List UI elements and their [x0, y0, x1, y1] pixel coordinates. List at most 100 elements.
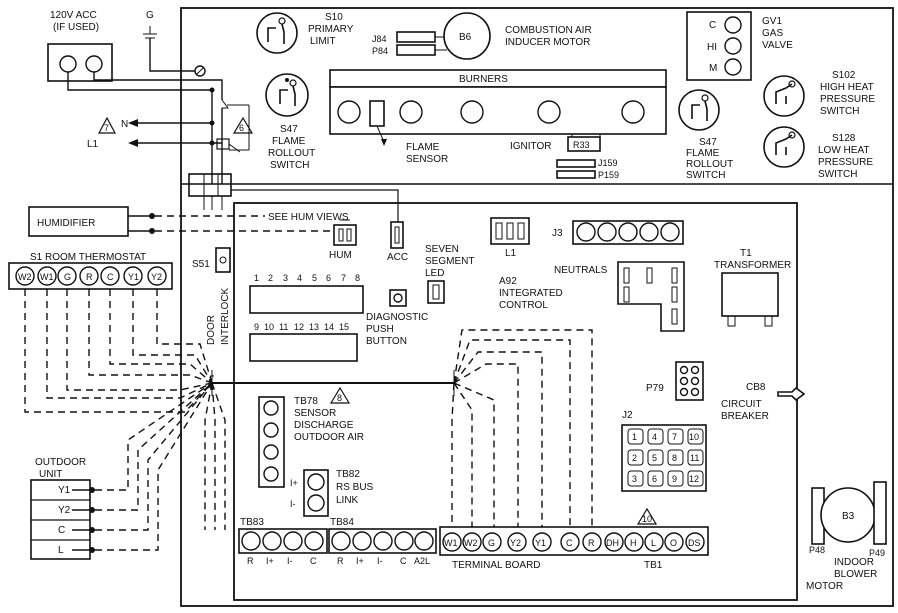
svg-text:9: 9 [254, 322, 259, 332]
control-label-1: INTEGRATED [499, 288, 563, 299]
svg-text:13: 13 [309, 322, 319, 332]
tb84-r: R [337, 556, 344, 566]
tb84-minus: I- [377, 556, 383, 566]
terminal-board-harness [451, 329, 593, 533]
svg-text:6: 6 [239, 123, 244, 133]
s10-label-1: PRIMARY [308, 24, 354, 35]
t1-label: T1 [740, 248, 752, 259]
svg-text:12: 12 [689, 474, 699, 484]
diagnostic-label-2: PUSH [366, 324, 394, 335]
tb78-outdoor-air-sensor: TB78 8 SENSOR DISCHARGE OUTDOOR AIR [258, 386, 364, 488]
hum-connector [333, 224, 357, 246]
tb78-label-1: SENSOR [294, 408, 336, 419]
outdoor-y1: Y1 [58, 485, 71, 496]
neutrals-label: NEUTRALS [554, 265, 608, 276]
svg-text:6: 6 [326, 273, 331, 283]
a92-label: A92 [499, 276, 517, 287]
led-label-1: SEVEN [425, 244, 459, 255]
outdoor-c: C [58, 525, 65, 536]
flame-sensor-label-1: FLAME [406, 142, 440, 153]
outdoor-unit: OUTDOOR UNIT Y1 Y2 C L [30, 382, 213, 560]
p79-label: P79 [646, 383, 664, 394]
humidifier-label: HUMIDIFIER [37, 218, 95, 229]
outdoor-title-1: OUTDOOR [35, 457, 86, 468]
rs-bus-harness [204, 382, 226, 530]
outdoor-title-2: UNIT [39, 469, 62, 480]
neutrals-block [617, 261, 685, 332]
warning-7-icon: 7 [98, 116, 116, 134]
svg-text:8: 8 [355, 273, 360, 283]
tb1-h: H [630, 538, 637, 548]
svg-text:10: 10 [264, 322, 274, 332]
s47-left-label-2: ROLLOUT [268, 148, 315, 159]
svg-text:6: 6 [652, 474, 657, 484]
outdoor-l: L [58, 545, 64, 556]
dip-switch-bank-1: 1 2 3 4 5 6 7 8 [249, 273, 364, 314]
s51-label: S51 [192, 259, 210, 270]
diagnostic-label-1: DIAGNOSTIC [366, 312, 428, 323]
led-label-3: LED [425, 268, 444, 279]
p49-label: P49 [869, 548, 885, 558]
neutral-arrow-icon [128, 119, 138, 127]
seven-segment-led: SEVEN SEGMENT LED [425, 244, 474, 304]
high-heat-pressure-switch: S102 HIGH HEAT PRESSURE SWITCH [763, 70, 875, 117]
gv1-label-2: VALVE [762, 40, 793, 51]
tb84-c: C [400, 556, 407, 566]
tb1-ds: DS [688, 538, 701, 548]
primary-limit-switch: S10 PRIMARY LIMIT [256, 12, 354, 54]
s10-id: S10 [325, 12, 343, 23]
s47-right-label-3: SWITCH [686, 170, 725, 181]
power-supply-120v: 120V ACC (IF USED) G N L1 7 [47, 10, 399, 225]
see-hum-views-label: SEE HUM VIEWS [268, 212, 349, 223]
terminal-board-tb1: 10 W1 W2 G Y2 Y1 C R DH H L O DS TERMINA… [439, 507, 709, 571]
tb78-label-2: DISCHARGE [294, 420, 354, 431]
tstat-r: R [86, 272, 93, 282]
blower-label-1: INDOOR [834, 557, 874, 568]
tb1-y1: Y1 [535, 538, 546, 548]
p159-connector [556, 170, 596, 179]
p48-label: P48 [809, 545, 825, 555]
s47-left-label-3: SWITCH [270, 160, 309, 171]
tb82-id: TB82 [336, 469, 360, 480]
j159-label: J159 [598, 158, 618, 168]
j84-label: J84 [372, 34, 387, 44]
indoor-blower-motor: B3 P48 P49 INDOOR BLOWER MOTOR [806, 481, 887, 592]
svg-text:5: 5 [312, 273, 317, 283]
dip-switch-bank-2: 9 10 11 12 13 14 15 [249, 322, 358, 362]
thermostat-title: S1 ROOM THERMOSTAT [30, 252, 146, 263]
l1-connector-label: L1 [505, 248, 517, 259]
tb1-l: L [651, 538, 656, 548]
tstat-c: C [107, 272, 114, 282]
flame-rollout-switch-left: S47 FLAME ROLLOUT SWITCH [265, 73, 315, 171]
b3-label: B3 [842, 511, 855, 522]
svg-text:9: 9 [672, 474, 677, 484]
s47-left-id: S47 [280, 124, 298, 135]
integrated-control: L1 J3 NEUTRALS A92 INTEGRATED CONTROL P7… [490, 217, 707, 492]
tstat-w1: W1 [40, 272, 54, 282]
svg-text:10: 10 [689, 432, 699, 442]
breaker-label-2: BREAKER [721, 411, 769, 422]
combustion-air-inducer: J84 P84 B6 COMBUSTION AIR INDUCER MOTOR [372, 12, 592, 60]
s47-right-label-2: ROLLOUT [686, 159, 733, 170]
tb84-a2l: A2L [414, 556, 430, 566]
transformer-label: TRANSFORMER [714, 260, 791, 271]
gv1-label-1: GAS [762, 28, 783, 39]
svg-text:14: 14 [324, 322, 334, 332]
tstat-w2: W2 [18, 272, 32, 282]
tb83-minus: I- [287, 556, 293, 566]
burner-assembly: BURNERS FLAME SENSOR IGNITOR R33 J159 P1… [329, 69, 667, 180]
interlock-label-1: DOOR [206, 315, 217, 345]
gv-pin-c: C [709, 20, 716, 31]
svg-text:7: 7 [672, 432, 677, 442]
svg-text:12: 12 [294, 322, 304, 332]
p159-label: P159 [598, 170, 619, 180]
circuit-breaker: CB8 CIRCUIT BREAKER [721, 382, 806, 422]
diagnostic-label-3: BUTTON [366, 336, 407, 347]
ignitor-label: IGNITOR [510, 141, 551, 152]
ground-icon [143, 26, 157, 39]
tb82-label-1: RS BUS [336, 482, 374, 493]
outdoor-y2: Y2 [58, 505, 71, 516]
tb84-terminal-strip: TB84 R I+ I- C A2L [328, 517, 437, 566]
tb1-o: O [670, 538, 677, 548]
svg-text:1: 1 [254, 273, 259, 283]
